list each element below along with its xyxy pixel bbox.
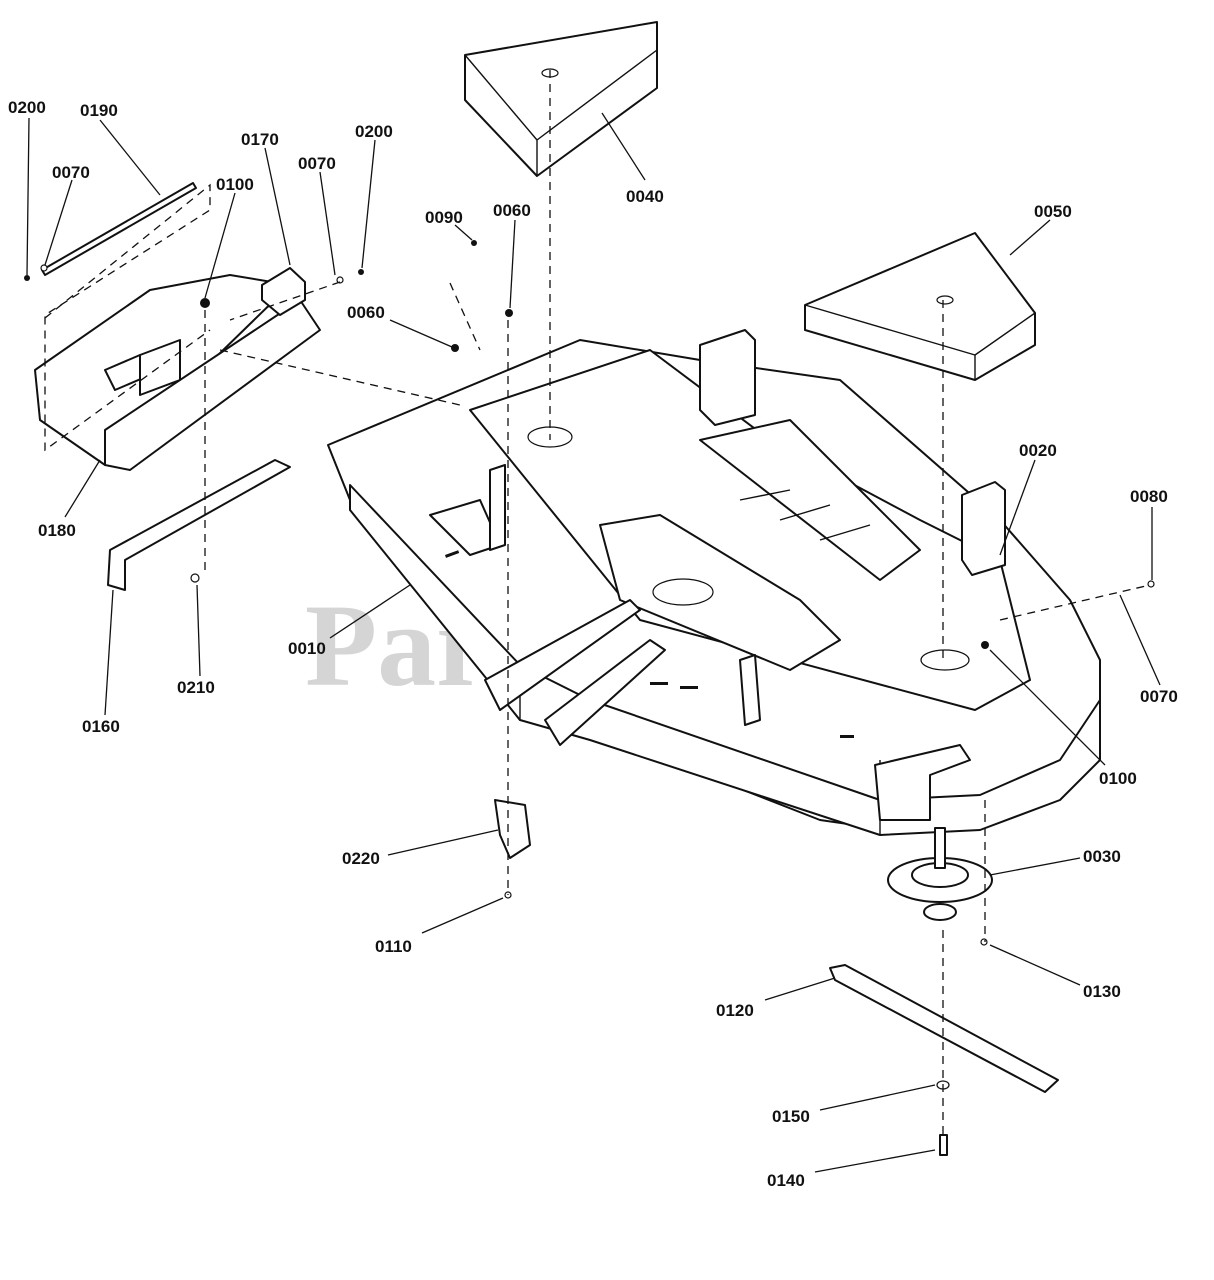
callout-0200-right: 0200: [355, 122, 393, 141]
callout-0030: 0030: [1083, 847, 1121, 866]
callout-0070-top: 0070: [298, 154, 336, 173]
part-0220-baffle: [494, 799, 531, 859]
callout-0100-left: 0100: [216, 175, 254, 194]
callout-0100-right: 0100: [1099, 769, 1137, 788]
hardware-fasteners: [24, 240, 1155, 1156]
callout-0190: 0190: [80, 101, 118, 120]
part-0030-spindle: [887, 827, 993, 921]
callout-0070-right: 0070: [1140, 687, 1178, 706]
callout-0010: 0010: [288, 639, 326, 658]
callout-0020: 0020: [1019, 441, 1057, 460]
part-0170-bracket: [139, 267, 306, 396]
part-0010-mower-deck: [327, 329, 1101, 836]
callout-0160: 0160: [82, 717, 120, 736]
callout-0200-left: 0200: [8, 98, 46, 117]
callout-0180: 0180: [38, 521, 76, 540]
part-0050-belt-cover: [804, 232, 1036, 381]
callout-0140: 0140: [767, 1171, 805, 1190]
callout-0120: 0120: [716, 1001, 754, 1020]
callout-0090: 0090: [425, 208, 463, 227]
callout-labels: 0200 0190 0070 0170 0070 0200 0100 0090 …: [8, 98, 1178, 1190]
callout-0070-left: 0070: [52, 163, 90, 182]
callout-0060-left: 0060: [347, 303, 385, 322]
callout-0080: 0080: [1130, 487, 1168, 506]
callout-0150: 0150: [772, 1107, 810, 1126]
callout-0220: 0220: [342, 849, 380, 868]
part-0120-blade: [829, 964, 1059, 1093]
callout-0210: 0210: [177, 678, 215, 697]
callout-0050: 0050: [1034, 202, 1072, 221]
callout-0170: 0170: [241, 130, 279, 149]
callout-0040: 0040: [626, 187, 664, 206]
callout-0130: 0130: [1083, 982, 1121, 1001]
leader-lines: [26, 112, 1161, 1173]
part-0160-skid-bar: [107, 459, 291, 591]
assembly-lines: [44, 70, 1151, 1140]
callout-0110: 0110: [375, 937, 412, 956]
callout-0060-top: 0060: [493, 201, 531, 220]
part-0190-rod: [41, 182, 197, 276]
